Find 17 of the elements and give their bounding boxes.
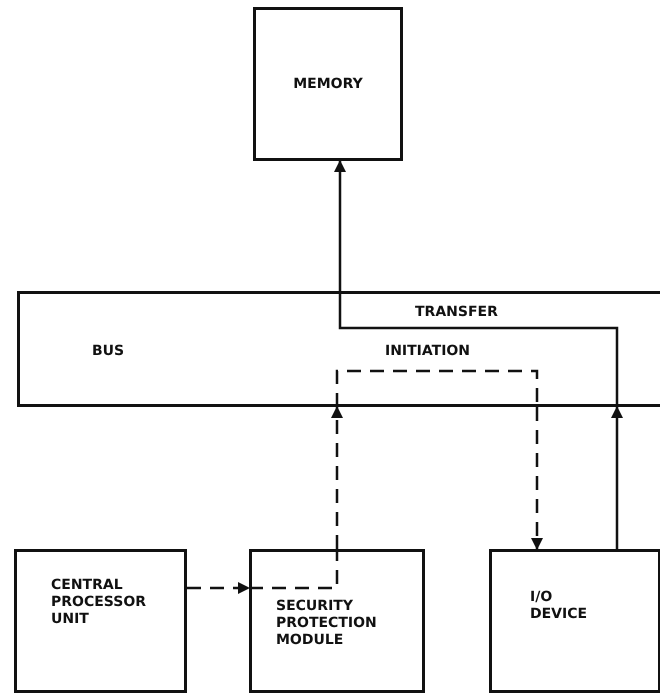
block-label: TRANSFER — [415, 304, 499, 321]
block-label: CENTRAL PROCESSOR UNIT — [51, 577, 147, 628]
block-label: MEMORY — [292, 76, 364, 93]
arrow — [611, 406, 623, 549]
block-label: SECURITY PROTECTION MODULE — [276, 598, 378, 649]
block-label: INITIATION — [385, 343, 472, 360]
arrow — [334, 160, 346, 291]
block-box — [14, 549, 187, 693]
arrow — [531, 407, 543, 550]
block-label: I/O DEVICE — [530, 589, 588, 623]
block-box — [17, 291, 660, 407]
block-label: BUS — [92, 343, 126, 360]
block-box — [489, 549, 660, 693]
block-box — [249, 549, 425, 693]
block-box — [253, 7, 403, 161]
arrow — [331, 406, 343, 549]
arrow — [187, 582, 250, 594]
